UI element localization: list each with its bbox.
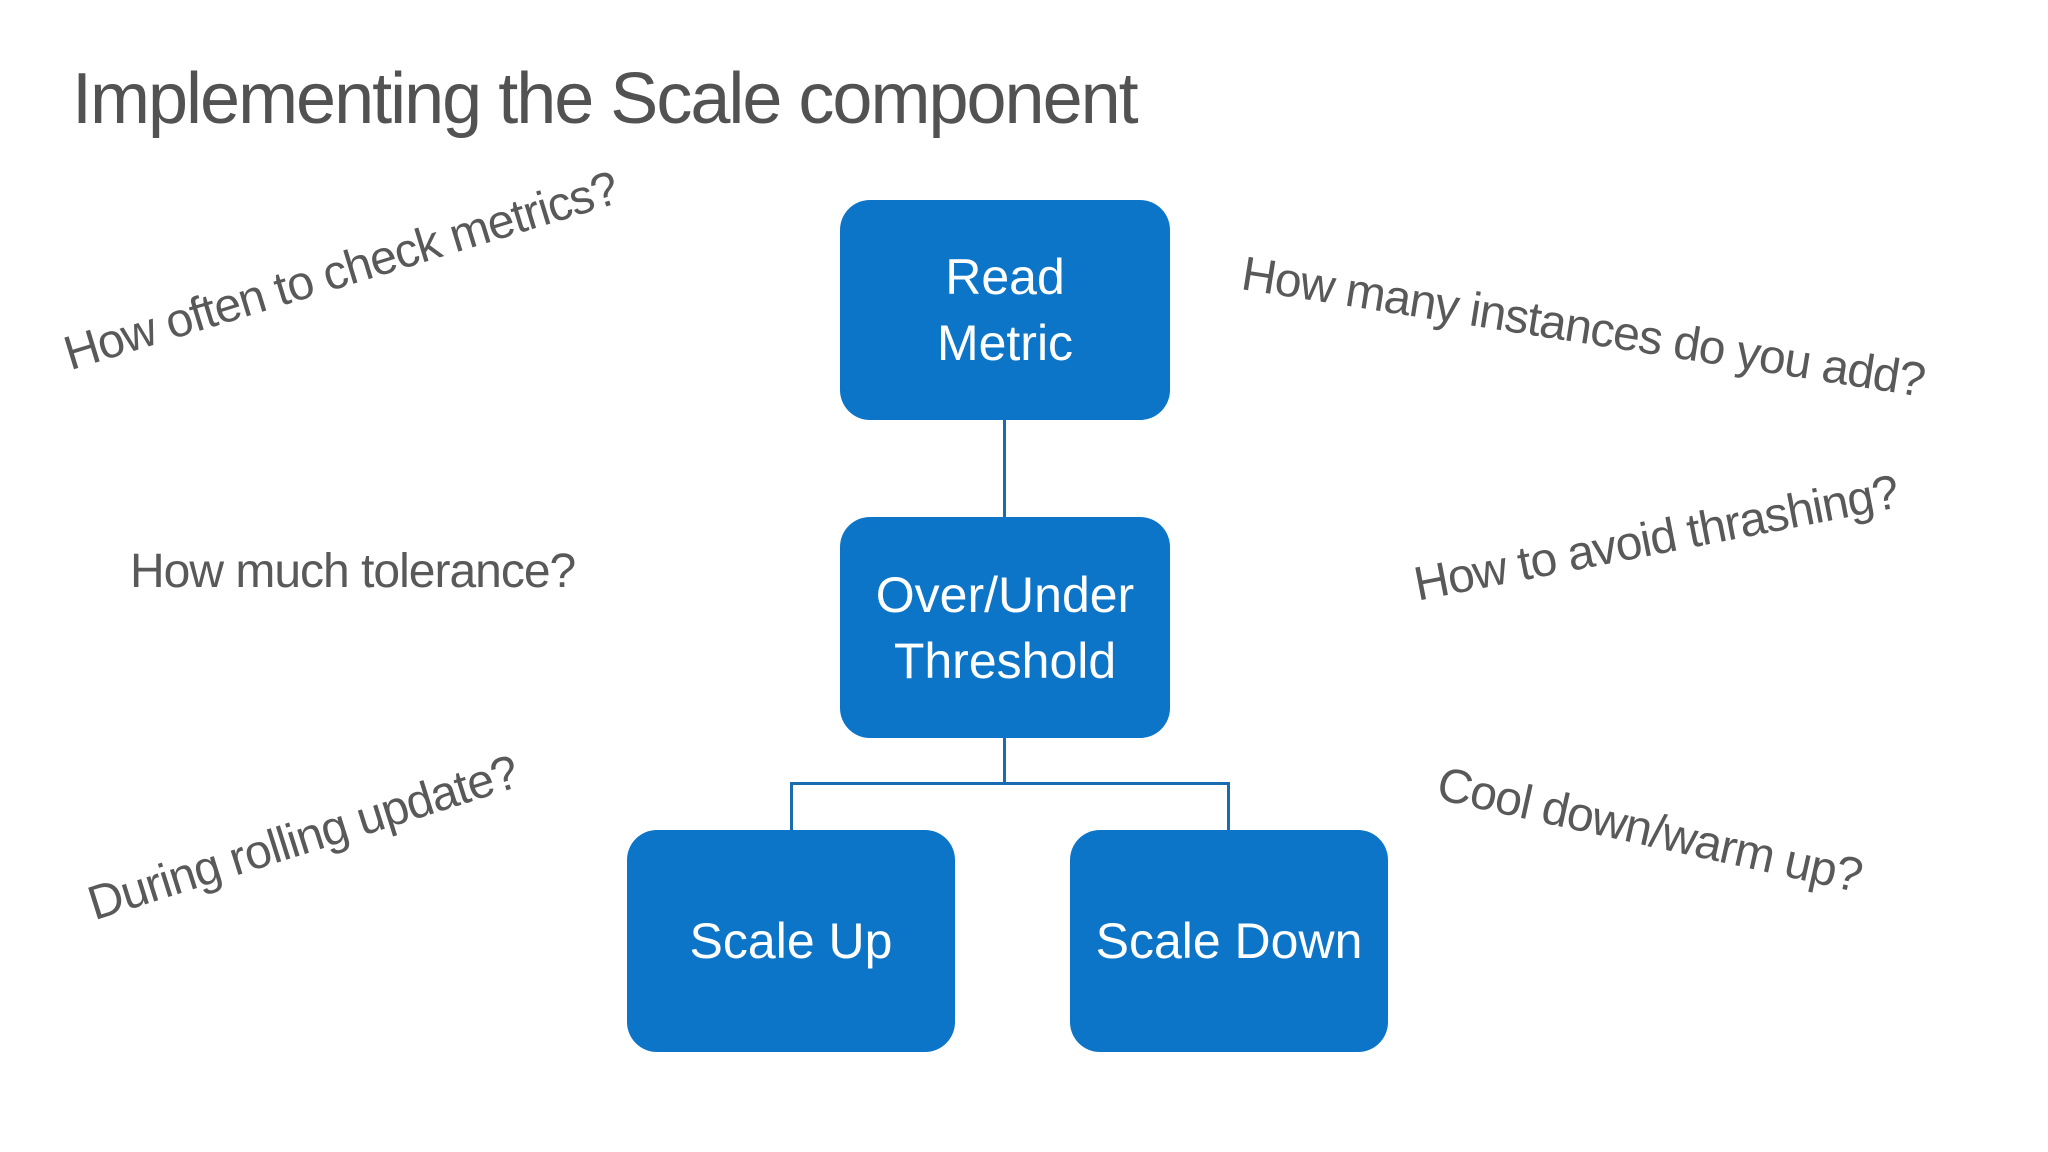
annotation-check-metrics: How often to check metrics?	[57, 161, 625, 381]
connector-branch-to-scale-down	[1227, 782, 1230, 830]
flow-node-over-under-threshold: Over/Under Threshold	[840, 517, 1170, 738]
annotation-instances-add: How many instances do you add?	[1237, 247, 1929, 408]
connector-branch-horizontal	[790, 782, 1230, 785]
slide-title: Implementing the Scale component	[72, 59, 1139, 139]
connector-threshold-stem	[1003, 738, 1006, 785]
flow-node-scale-down: Scale Down	[1070, 830, 1388, 1052]
annotation-cooldown: Cool down/warm up?	[1432, 757, 1867, 904]
flow-node-read-metric: Read Metric	[840, 200, 1170, 420]
annotation-rolling-update: During rolling update?	[81, 745, 525, 931]
flow-node-scale-up: Scale Up	[627, 830, 955, 1052]
connector-branch-to-scale-up	[790, 782, 793, 830]
connector-read-to-threshold	[1003, 420, 1006, 517]
annotation-thrashing: How to avoid thrashing?	[1409, 465, 1903, 612]
annotation-tolerance: How much tolerance?	[130, 545, 576, 598]
